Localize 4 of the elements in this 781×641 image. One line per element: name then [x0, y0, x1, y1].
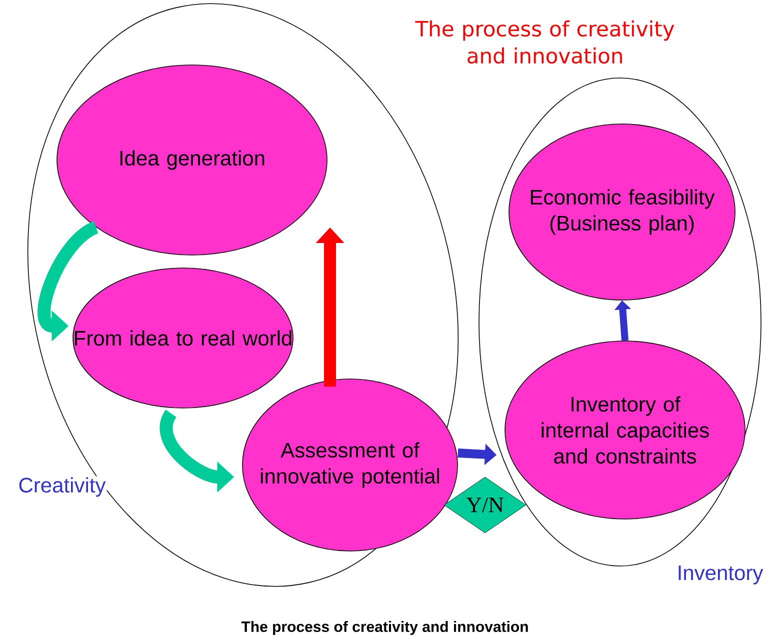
title: The process of creativity and innovation: [415, 20, 674, 64]
caption: The process of creativity and innovation: [241, 621, 528, 635]
group-label: Inventory: [676, 564, 764, 586]
group-label: Creativity: [17, 476, 107, 498]
